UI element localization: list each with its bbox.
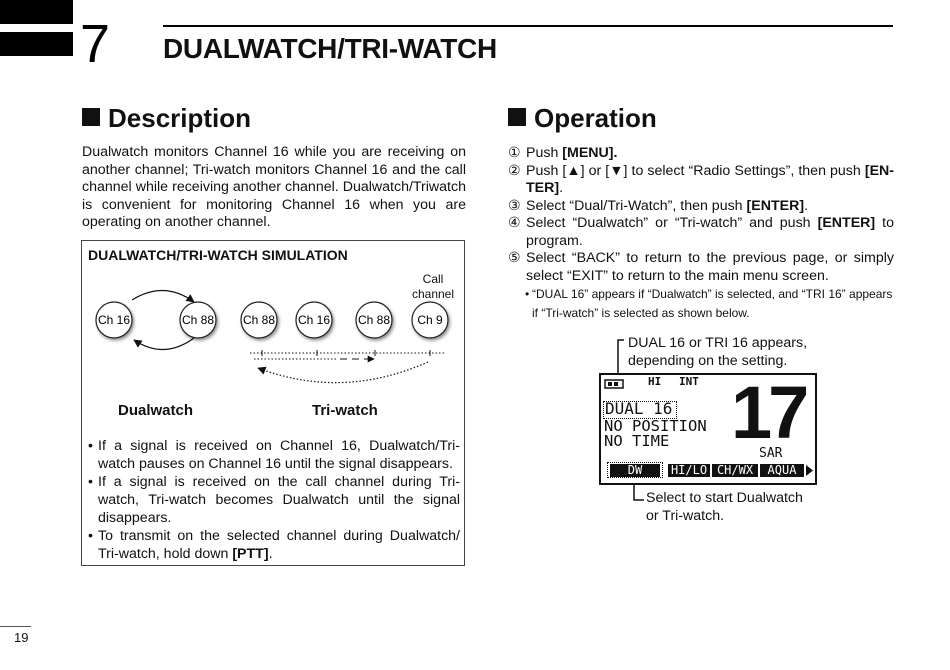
tri-ch-label-4: Ch 9 <box>417 313 443 327</box>
dual-ch-label-2: Ch 88 <box>182 313 214 327</box>
time-status: NO TIME <box>604 432 670 450</box>
list-item: If a signal is received on Channel 16, D… <box>88 437 460 473</box>
simulation-bullets: If a signal is received on Channel 16, D… <box>88 437 460 563</box>
triwatch-label: Tri-watch <box>312 402 378 419</box>
dualwatch-label: Dualwatch <box>118 402 194 419</box>
simulation-box <box>81 240 465 566</box>
int-indicator: INT <box>679 375 699 388</box>
dual-indicator-highlight <box>603 401 677 419</box>
radio-lcd-display: HI INT DUAL 16 NO POSITION NO TIME 17 SA… <box>599 373 817 485</box>
chapter-number: 7 <box>80 14 111 74</box>
position-status: NO POSITION <box>604 417 707 435</box>
hi-indicator: HI <box>648 375 662 388</box>
page-number: 19 <box>14 630 29 645</box>
operation-heading: Operation <box>508 102 657 134</box>
watch-simulation-diagram: Ch 16 Ch 88 Ch 88 Ch 16 Ch 88 Ch 9 <box>95 289 449 384</box>
up-arrow-icon: ▲ <box>566 162 581 179</box>
triwatch-arrow-return <box>257 361 429 384</box>
square-bullet-icon <box>508 108 526 126</box>
sar-label: SAR <box>759 446 783 461</box>
softkey-dw[interactable]: DW <box>610 464 660 477</box>
list-item: If a signal is received on the call chan… <box>88 473 460 527</box>
page-title: DUALWATCH/TRI-WATCH <box>163 33 497 64</box>
dual-ch-circle-1 <box>95 301 133 339</box>
softkey-hi-lo[interactable]: HI/LO <box>668 464 710 477</box>
down-arrow-icon: ▼ <box>609 162 624 179</box>
tri-ch-circle-1 <box>240 301 278 339</box>
tri-ch-label-2: Ch 16 <box>298 313 330 327</box>
page-number-rule <box>0 626 31 627</box>
tri-ch-label-1: Ch 88 <box>243 313 275 327</box>
dual-ch-label-1: Ch 16 <box>98 313 130 327</box>
channel-number: 17 <box>731 371 809 454</box>
dual-16-indicator: DUAL 16 <box>605 399 673 418</box>
description-heading: Description <box>82 102 251 134</box>
chapter-tab-bottom <box>0 32 73 56</box>
simulation-title: DUALWATCH/TRI-WATCH SIMULATION <box>88 247 348 263</box>
tri-ch-label-3: Ch 88 <box>358 313 390 327</box>
callout-dual-indicator: DUAL 16 or TRI 16 appears, depending on … <box>628 335 808 369</box>
call-channel-label: Call channel <box>411 272 455 301</box>
tri-ch-circle-4 <box>411 301 449 339</box>
callout-dw-softkey: Select to start Dualwatch or Tri-watch. <box>646 490 803 524</box>
header-rule <box>163 25 893 27</box>
dual-ch-circle-2 <box>179 301 217 339</box>
square-bullet-icon <box>82 108 100 126</box>
dualwatch-arrow-forward <box>131 289 195 303</box>
battery-icon <box>604 379 624 389</box>
dualwatch-arrow-back <box>133 337 195 351</box>
softkey-aqua[interactable]: AQUA <box>760 464 804 477</box>
chapter-tab-top <box>0 0 73 24</box>
softkey-bar: DW HI/LO CH/WX AQUA <box>603 462 813 479</box>
list-item: To transmit on the selected channel duri… <box>88 527 460 563</box>
softkey-ch-wx[interactable]: CH/WX <box>712 464 758 477</box>
triangle-right-icon <box>806 465 813 476</box>
dw-softkey-highlight <box>607 462 663 478</box>
tri-ch-circle-2 <box>295 301 333 339</box>
operation-note: “DUAL 16” appears if “Dualwatch” is sele… <box>508 285 894 323</box>
description-paragraph: Dualwatch monitors Channel 16 while you … <box>82 144 466 231</box>
tri-ch-circle-3 <box>355 301 393 339</box>
